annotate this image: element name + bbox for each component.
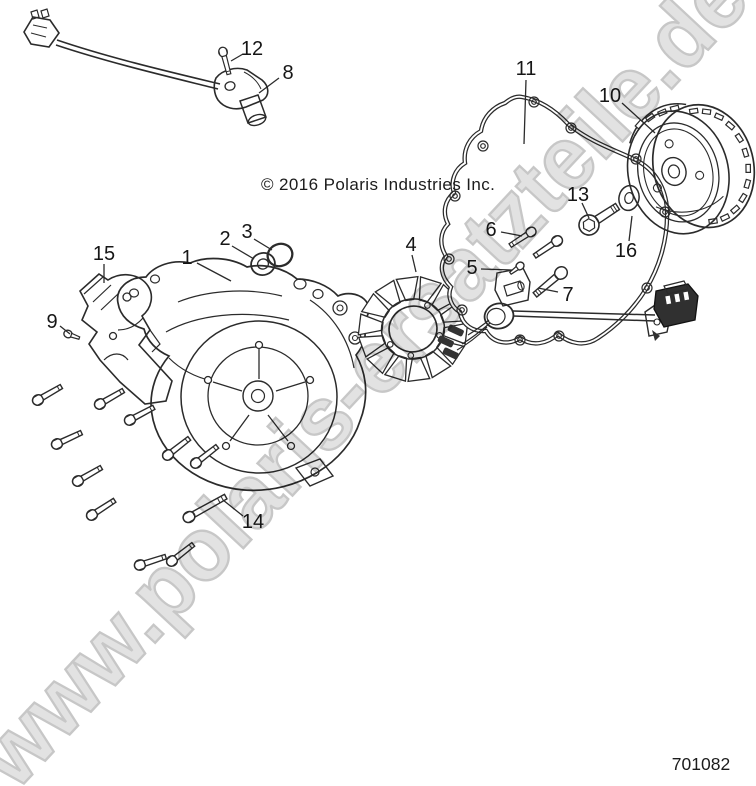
gasket-bolt-holes — [443, 96, 671, 346]
callout-leader-14 — [222, 499, 244, 517]
cover-bolt — [69, 462, 105, 489]
callout-leader-5 — [480, 268, 513, 271]
callout-label-5: 5 — [466, 257, 477, 279]
callout-leader-12 — [230, 53, 244, 62]
callout-leader-9 — [59, 325, 71, 335]
callout-label-4: 4 — [405, 234, 416, 256]
flywheel-slot — [745, 163, 752, 174]
stator-tooth — [357, 313, 384, 336]
sensor-probe — [239, 94, 267, 124]
sensor-body — [213, 67, 269, 110]
washer-part-16 — [618, 184, 640, 212]
callout-leader-1 — [196, 262, 232, 282]
stator-wire-connector — [644, 280, 699, 341]
stator-tooth — [374, 279, 401, 308]
flywheel-slot — [743, 178, 752, 190]
o-ring-part-3 — [266, 242, 294, 268]
copyright-text: © 2016 Polaris Industries Inc. — [261, 175, 495, 194]
callout-label-8: 8 — [282, 62, 293, 84]
callout-label-6: 6 — [485, 219, 496, 241]
flywheel-slot — [701, 108, 712, 116]
stator-tooth — [395, 275, 419, 302]
stator-tooth — [418, 275, 443, 304]
stator-wire-conduit — [456, 302, 656, 351]
flywheel-slot — [741, 147, 750, 158]
flywheel-slot — [688, 107, 699, 115]
callout-label-10: 10 — [599, 85, 621, 107]
bolt-part-7 — [532, 266, 569, 298]
callout-label-14: 14 — [242, 511, 264, 533]
stator-tooth — [360, 292, 391, 318]
stator-tooth — [425, 350, 452, 379]
flywheel-slot — [729, 204, 741, 215]
callout-label-12: 12 — [241, 38, 263, 60]
cover-gasket-part-11 — [441, 96, 671, 346]
stator-tooth — [407, 356, 431, 383]
callout-leader-13 — [581, 202, 590, 219]
callout-label-1: 1 — [181, 247, 192, 269]
callout-leader-2 — [231, 245, 255, 260]
cover-bolt — [91, 385, 127, 412]
mount-bracket-part-15 — [78, 272, 173, 405]
callout-leader-4 — [411, 254, 417, 273]
stator-tooth — [383, 354, 408, 383]
flywheel-slot — [734, 132, 745, 144]
part-number-text: 701082 — [672, 754, 730, 774]
flywheel-part-10 — [626, 103, 756, 235]
callout-label-3: 3 — [241, 221, 252, 243]
cover-bolt — [49, 427, 85, 452]
flywheel-rim-slots — [634, 104, 752, 225]
sensor-plug — [23, 16, 60, 48]
oil-seal-part-2 — [250, 251, 276, 277]
cover-bolt — [29, 381, 65, 408]
stator-tooth — [366, 346, 395, 375]
callout-leader-3 — [253, 238, 273, 251]
cover-face-spokes — [203, 340, 315, 451]
flywheel-slot — [724, 120, 736, 131]
callout-label-16: 16 — [615, 240, 637, 262]
flywheel-slot — [719, 212, 731, 222]
callout-leader-8 — [258, 77, 280, 94]
callout-leader-10 — [621, 102, 656, 134]
sensor-cable — [56, 39, 221, 85]
callout-leader-7 — [537, 287, 559, 293]
flywheel-slot — [738, 192, 748, 204]
callout-label-7: 7 — [562, 284, 573, 306]
callout-leader-6 — [500, 231, 523, 237]
crank-bolt-part-13 — [578, 202, 621, 236]
crank-sensor-part-8 — [23, 8, 269, 127]
flywheel-slot — [713, 112, 725, 122]
callout-label-9: 9 — [46, 311, 57, 333]
stator-wire-terminals — [437, 324, 464, 360]
callout-leader-16 — [628, 215, 633, 242]
callout-label-2: 2 — [219, 228, 230, 250]
callout-label-15: 15 — [93, 243, 115, 265]
callout-leader-11 — [523, 79, 527, 145]
callout-label-13: 13 — [567, 184, 589, 206]
cover-bolt — [83, 495, 119, 524]
callout-label-11: 11 — [516, 58, 537, 80]
